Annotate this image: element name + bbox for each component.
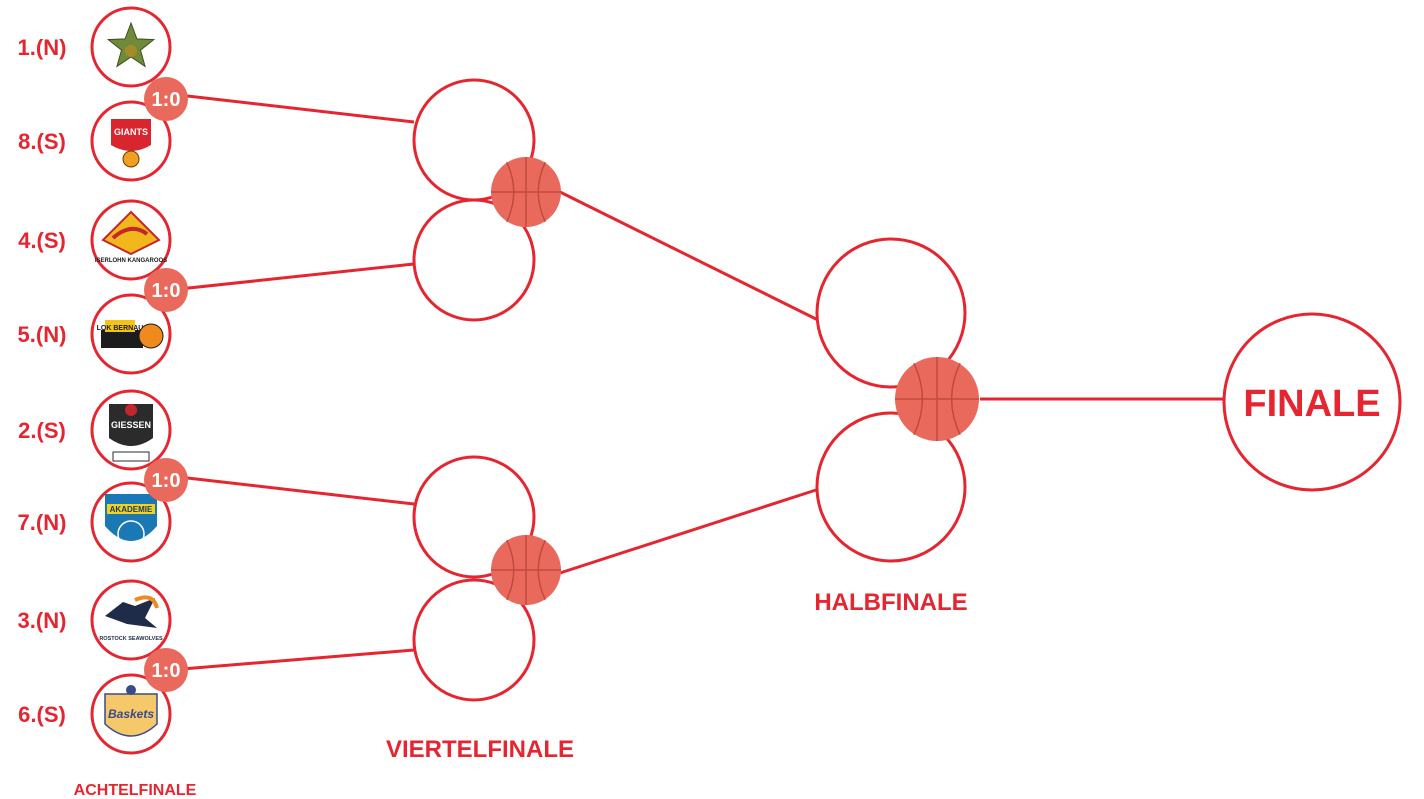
viertelfinale-label: VIERTELFINALE bbox=[386, 736, 574, 763]
team-logos: GIANTS ISERLOHN KANGAROOS LOK BERNAU GIESSE… bbox=[90, 6, 172, 755]
viertelfinale-slot-circle bbox=[412, 578, 536, 702]
matchup-score-badge: 1:0 bbox=[144, 268, 188, 312]
score-badge-circle bbox=[144, 458, 188, 502]
connector-line bbox=[559, 488, 817, 575]
basketball-icon bbox=[491, 157, 561, 227]
matchup-score: 1:0 bbox=[152, 280, 181, 302]
halbfinale-slot-circle bbox=[815, 237, 967, 389]
team-seed: 6.(S) bbox=[18, 702, 66, 727]
connector-line bbox=[169, 262, 415, 292]
matchup-score-badge: 1:0 bbox=[144, 458, 188, 502]
baskets-akademie-logo-icon: AKADEMIE bbox=[90, 481, 172, 563]
basketball-icon bbox=[895, 357, 979, 441]
rostock-seawolves-logo-icon: ROSTOCK SEAWOLVES bbox=[90, 579, 172, 661]
team-seeds: 1.(N) 8.(S) 4.(S) 5.(N) 2.(S) 7.(N) 3.(N) 6.(S) bbox=[18, 35, 67, 727]
basketball-icons bbox=[491, 157, 979, 605]
svg-text:GIANTS: GIANTS bbox=[114, 127, 148, 137]
achtelfinale-label: ACHTELFINALE bbox=[74, 782, 197, 799]
matchup-scores: 1:0 1:0 1:0 1:0 bbox=[144, 77, 188, 692]
team-seed: 5.(N) bbox=[18, 322, 67, 347]
svg-text:ROSTOCK SEAWOLVES: ROSTOCK SEAWOLVES bbox=[99, 636, 163, 642]
halbfinale-slot-circle bbox=[815, 411, 967, 563]
matchup-score: 1:0 bbox=[152, 660, 181, 682]
halbfinale-label: HALBFINALE bbox=[814, 589, 967, 616]
score-badge-circle bbox=[144, 648, 188, 692]
viertelfinale-slot-circle bbox=[412, 198, 536, 322]
matchup-score-badge: 1:0 bbox=[144, 77, 188, 121]
matchup-score-badge: 1:0 bbox=[144, 648, 188, 692]
matchup-score: 1:0 bbox=[152, 470, 181, 492]
finale-label: FINALE bbox=[1243, 383, 1380, 425]
halbfinale-slots bbox=[815, 237, 967, 563]
svg-text:GIESSEN: GIESSEN bbox=[111, 420, 151, 430]
connector-line bbox=[559, 190, 823, 324]
team-seed: 2.(S) bbox=[18, 418, 66, 443]
team-seed: 7.(N) bbox=[18, 510, 67, 535]
lok-bernau-logo-icon: LOK BERNAU bbox=[90, 293, 172, 375]
svg-text:ISERLOHN KANGAROOS: ISERLOHN KANGAROOS bbox=[95, 258, 167, 264]
en-baskets-schwelm-logo-icon: Baskets bbox=[90, 673, 172, 755]
bracket-connector-lines bbox=[169, 92, 1224, 672]
connector-line bbox=[169, 92, 415, 124]
matchup-score: 1:0 bbox=[152, 89, 181, 111]
finale-slot: FINALE bbox=[1222, 312, 1402, 492]
connector-line bbox=[169, 474, 415, 506]
team-seed: 1.(N) bbox=[18, 35, 67, 60]
team-seed: 4.(S) bbox=[18, 228, 66, 253]
svg-text:AKADEMIE: AKADEMIE bbox=[110, 505, 153, 514]
svg-text:Baskets: Baskets bbox=[108, 707, 154, 721]
giessen-46ers-logo-icon: GIESSEN bbox=[90, 389, 172, 471]
connector-line bbox=[169, 648, 415, 672]
svg-text:LOK BERNAU: LOK BERNAU bbox=[97, 325, 144, 332]
dragon-logo-icon bbox=[90, 6, 172, 88]
team-seed: 8.(S) bbox=[18, 129, 66, 154]
basketball-icon bbox=[491, 535, 561, 605]
score-badge-circle bbox=[144, 77, 188, 121]
score-badge-circle bbox=[144, 268, 188, 312]
iserlohn-kangaroos-logo-icon: ISERLOHN KANGAROOS bbox=[90, 199, 172, 281]
finale-circle bbox=[1222, 312, 1402, 492]
team-seed: 3.(N) bbox=[18, 608, 67, 633]
giants-leverkusen-logo-icon: GIANTS bbox=[90, 100, 172, 182]
